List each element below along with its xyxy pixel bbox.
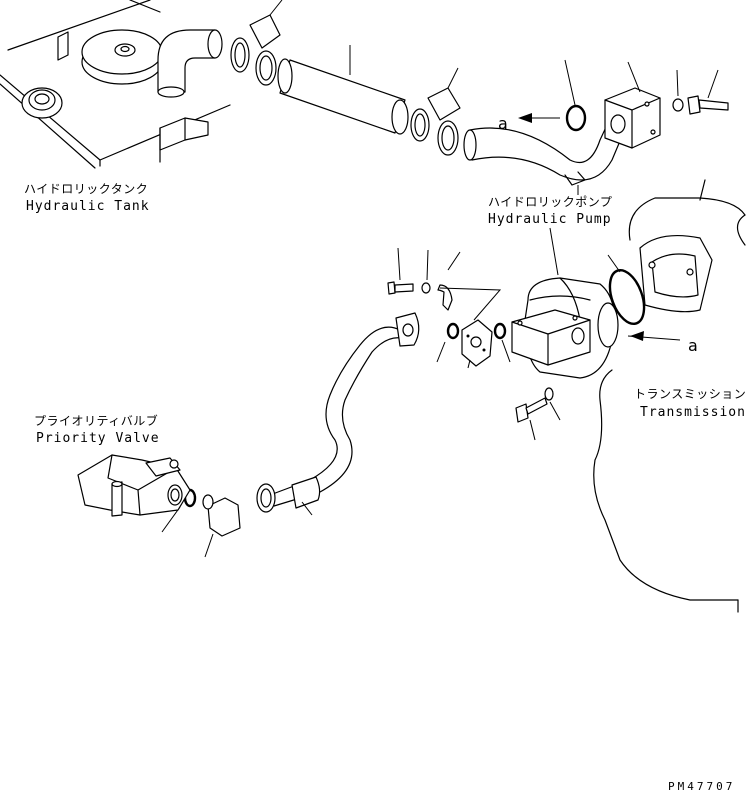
transmission-housing	[593, 179, 746, 613]
svg-text:トランスミッション: トランスミッション	[634, 387, 746, 401]
svg-text:ハイドロリックポンプ: ハイドロリックポンプ	[488, 195, 612, 209]
view-label-a-pump: a	[688, 336, 698, 355]
hydraulic-tank	[0, 0, 231, 169]
svg-text:Hydraulic Tank: Hydraulic Tank	[26, 199, 150, 214]
hose-clamp-1	[230, 0, 283, 86]
svg-text:Hydraulic Pump: Hydraulic Pump	[488, 212, 612, 227]
view-arrow-pump: a	[627, 331, 698, 355]
drawing-code: PM47707	[668, 780, 735, 793]
suction-flange-block	[604, 61, 661, 149]
svg-text:Transmission: Transmission	[640, 405, 746, 420]
small-bolt-delivery	[387, 247, 414, 295]
o-ring-delivery-2	[493, 322, 511, 363]
pump-o-ring	[607, 254, 646, 326]
o-ring-delivery-1	[436, 322, 460, 363]
hose-clamp-2	[410, 67, 461, 156]
view-arrow-top: a	[498, 113, 560, 133]
small-washer-delivery	[421, 249, 431, 294]
label-hydraulic-tank: ハイドロリックタンク Hydraulic Tank	[24, 182, 150, 214]
delivery-hose	[256, 312, 420, 516]
svg-text:Priority Valve: Priority Valve	[36, 431, 160, 446]
elbow-fitting	[202, 494, 241, 558]
label-transmission: トランスミッション Transmission	[634, 387, 746, 420]
label-hydraulic-pump: ハイドロリックポンプ Hydraulic Pump	[488, 195, 612, 227]
washer-top	[672, 69, 684, 112]
bolt-top	[687, 69, 729, 115]
view-label-a-top: a	[498, 114, 508, 133]
suction-hose	[277, 45, 409, 135]
suction-tube	[463, 107, 629, 195]
svg-text:ハイドロリックタンク: ハイドロリックタンク	[24, 182, 148, 196]
pump-bolt	[515, 397, 548, 441]
pump-washer	[544, 387, 561, 421]
split-flange-block	[461, 319, 493, 369]
half-clamp	[437, 251, 502, 321]
priority-valve	[77, 454, 191, 517]
tank-filler-cap	[81, 29, 163, 85]
label-priority-valve: プライオリティバルブ Priority Valve	[34, 413, 160, 446]
o-ring-top	[564, 59, 587, 132]
tank-fitting	[21, 87, 63, 119]
svg-text:プライオリティバルブ: プライオリティバルブ	[34, 413, 158, 428]
tank-suction-elbow	[157, 29, 223, 98]
hydraulic-pump	[511, 227, 619, 379]
